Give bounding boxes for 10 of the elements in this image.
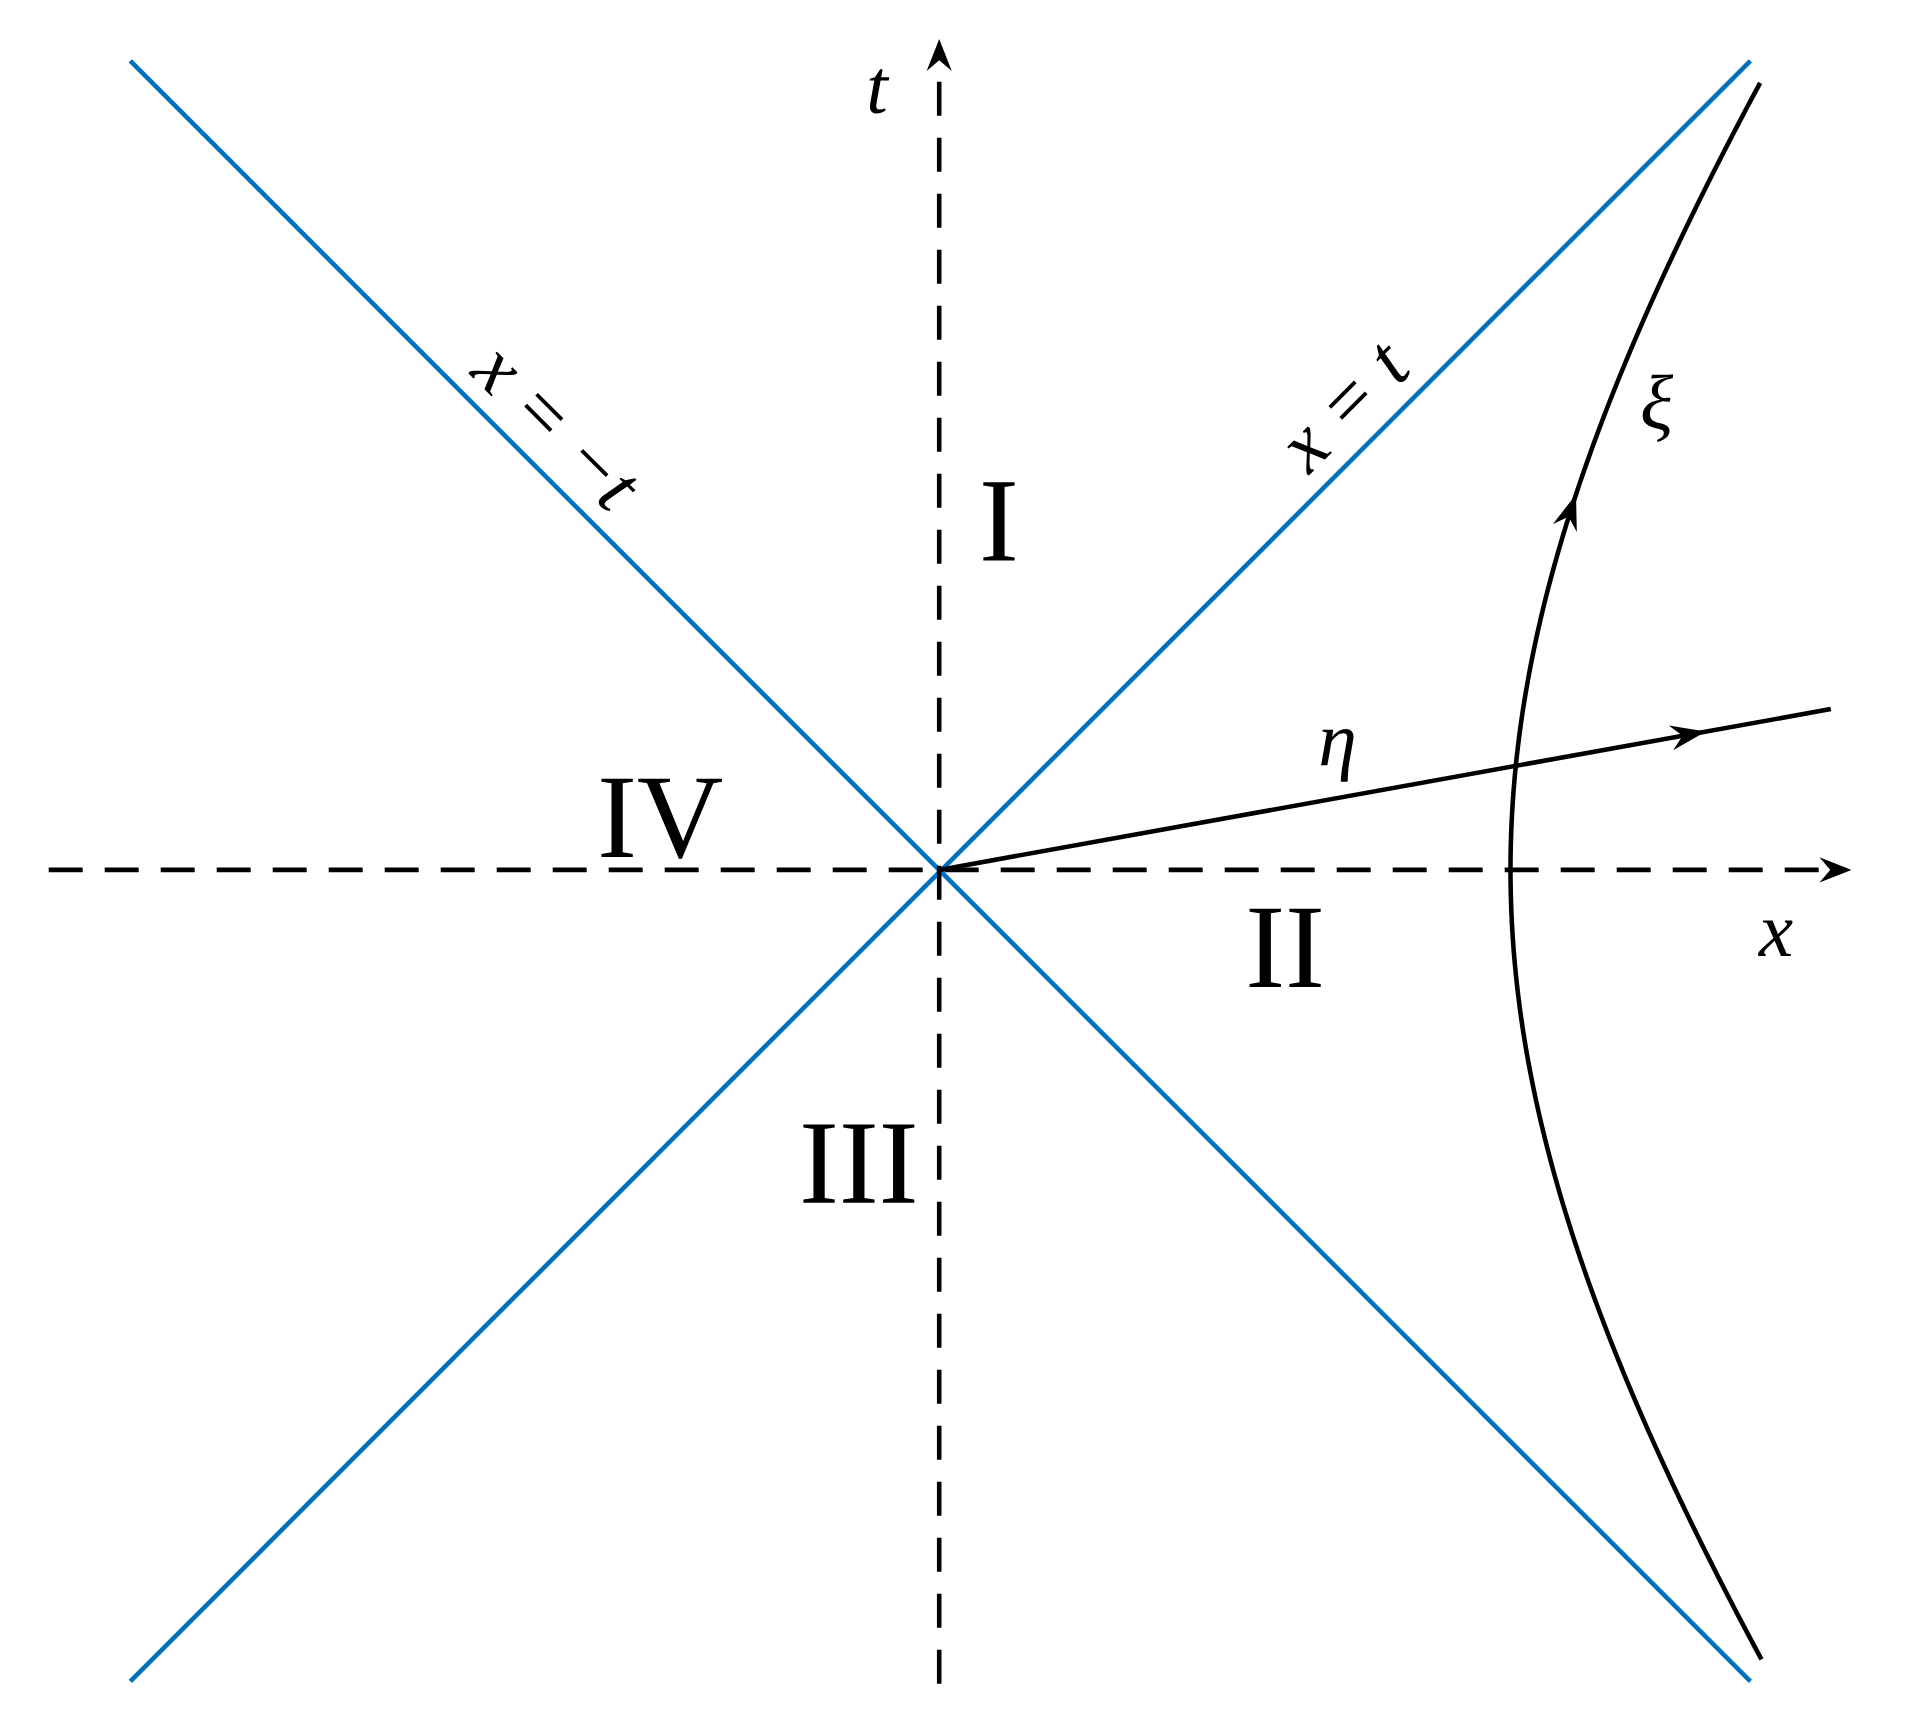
curve-label: ξ [1642, 374, 1674, 442]
axis-label: t [869, 69, 890, 114]
region-label: II [1249, 908, 1321, 987]
curve-label: η [1321, 728, 1354, 782]
region-label: I [983, 482, 1015, 561]
axis-label: x [1757, 920, 1793, 956]
region-label: III [803, 1124, 915, 1203]
region-label: IV [601, 778, 722, 859]
line-label: x = −t [468, 351, 637, 512]
line-label: x = t [1287, 344, 1410, 476]
